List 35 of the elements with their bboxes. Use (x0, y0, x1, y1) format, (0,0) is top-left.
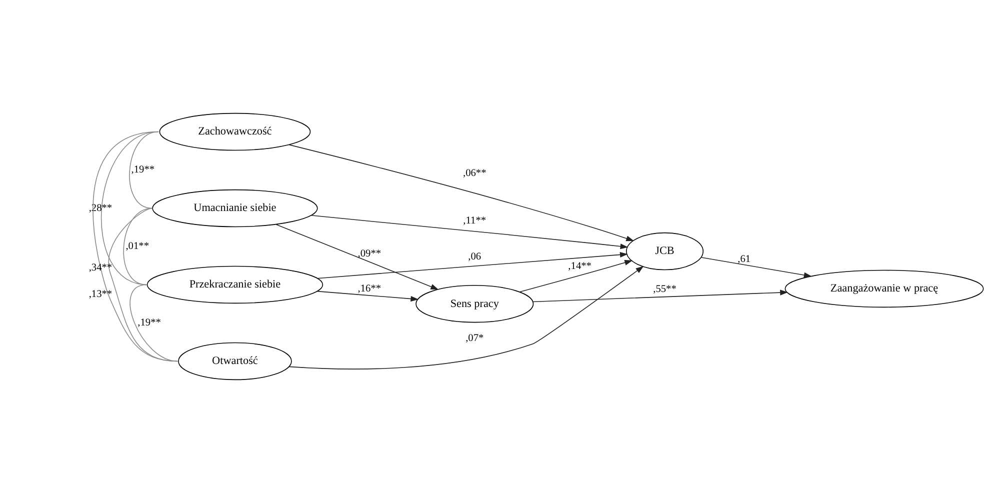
node-ellipse: Zaangażowanie w pracę (784, 270, 984, 308)
arrow (700, 256, 812, 278)
connector (101, 131, 159, 286)
edge-label: ,28** (88, 202, 112, 214)
arrow (532, 290, 788, 302)
arrow (288, 266, 644, 370)
edge-label: ,55** (653, 284, 676, 296)
edge-label: ,19** (138, 318, 161, 329)
connector (108, 208, 178, 362)
arrow (317, 252, 628, 279)
edge-label: ,09** (358, 248, 382, 260)
connector (123, 208, 152, 286)
arrow (310, 215, 628, 250)
connector (130, 284, 178, 362)
edge-label: ,06 (468, 252, 482, 263)
arrow (519, 260, 633, 292)
node-ellipse: Otwartość (178, 342, 292, 380)
edge-label: ,34** (88, 262, 112, 274)
arrow (288, 144, 634, 242)
edge-label: ,06** (463, 168, 486, 179)
arrow (276, 224, 439, 290)
connector (92, 131, 178, 362)
arrow (316, 290, 419, 302)
connector (129, 131, 159, 209)
edge-label: ,16** (358, 283, 382, 294)
edge-label: ,11** (463, 216, 486, 227)
edge-label: ,14** (568, 261, 592, 272)
edge-label: ,19** (131, 164, 155, 176)
edge-label: ,07* (466, 332, 484, 344)
edge-label: ,13** (88, 289, 112, 300)
node-ellipse: Przekraczanie siebie (146, 266, 324, 304)
edge-label: ,01** (126, 241, 150, 252)
edge-label: ,61 (738, 254, 751, 265)
node-ellipse: Zachowawczość (159, 112, 311, 151)
node-ellipse: Umacnianie siebie (152, 189, 318, 228)
